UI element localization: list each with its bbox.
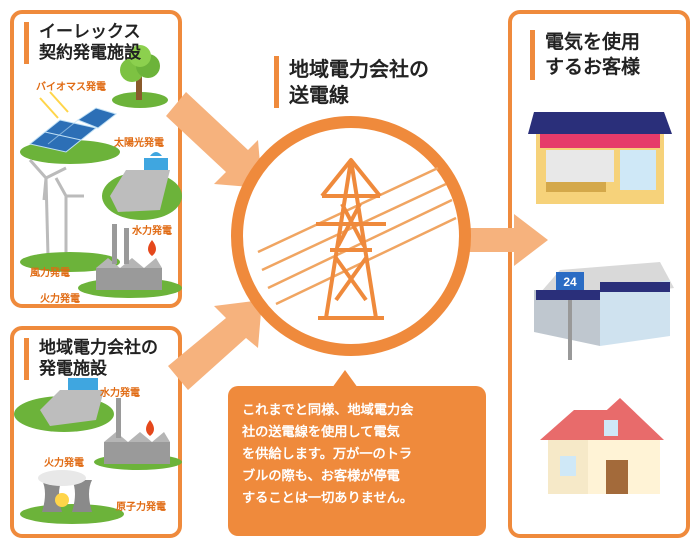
store-sign-label: 24 [563,275,577,289]
arrow-grid-to-customers [466,214,548,266]
message-line: を供給します。万が一のトラ [242,447,413,462]
message-box: これまでと同様、地域電力会 社の送電線を使用して電気 を供給します。万が一のトラ… [228,386,486,536]
pylon-icon [316,158,386,320]
house-icon [540,398,664,494]
message-line: することは一切ありません。 [242,491,414,506]
message-line: これまでと同様、地域電力会 [242,403,414,418]
regional-hydro-label: 水力発電 [100,388,140,399]
biomass-label: バイオマス発電 [36,82,106,93]
nuclear-icon [20,470,124,524]
regional-facilities-title: 地域電力会社の 発電施設 [24,338,158,380]
message-pointer [332,370,358,388]
solar-icon [20,91,120,164]
message-text: これまでと同様、地域電力会 社の送電線を使用して電気 を供給します。万が一のトラ… [242,400,474,510]
thermal-label: 火力発電 [40,294,80,305]
regional-hydro-icon [14,378,114,432]
grid-title: 地域電力会社の 送電線 [274,56,429,108]
thermal-icon [78,224,182,298]
customers-title: 電気を使用 するお客様 [530,30,640,80]
arrow-regional-to-grid [168,300,262,390]
nuclear-label: 原子力発電 [116,502,166,513]
wind-icon [28,159,84,257]
biomass-icon [112,45,168,108]
hydro-label: 水力発電 [132,226,172,237]
convenience-store-icon [534,262,674,360]
regional-thermal-icon [94,398,182,470]
solar-label: 太陽光発電 [114,138,164,149]
grid-circle [231,116,471,356]
erex-facilities-title: イーレックス 契約発電施設 [24,22,141,64]
arrow-erex-to-grid [166,92,262,188]
regional-thermal-label: 火力発電 [44,458,84,469]
shop-icon [528,112,672,204]
hydro-icon [102,152,182,220]
wind-label: 風力発電 [30,268,70,279]
message-line: ブルの際も、お客様が停電 [242,469,400,484]
message-line: 社の送電線を使用して電気 [242,425,400,440]
